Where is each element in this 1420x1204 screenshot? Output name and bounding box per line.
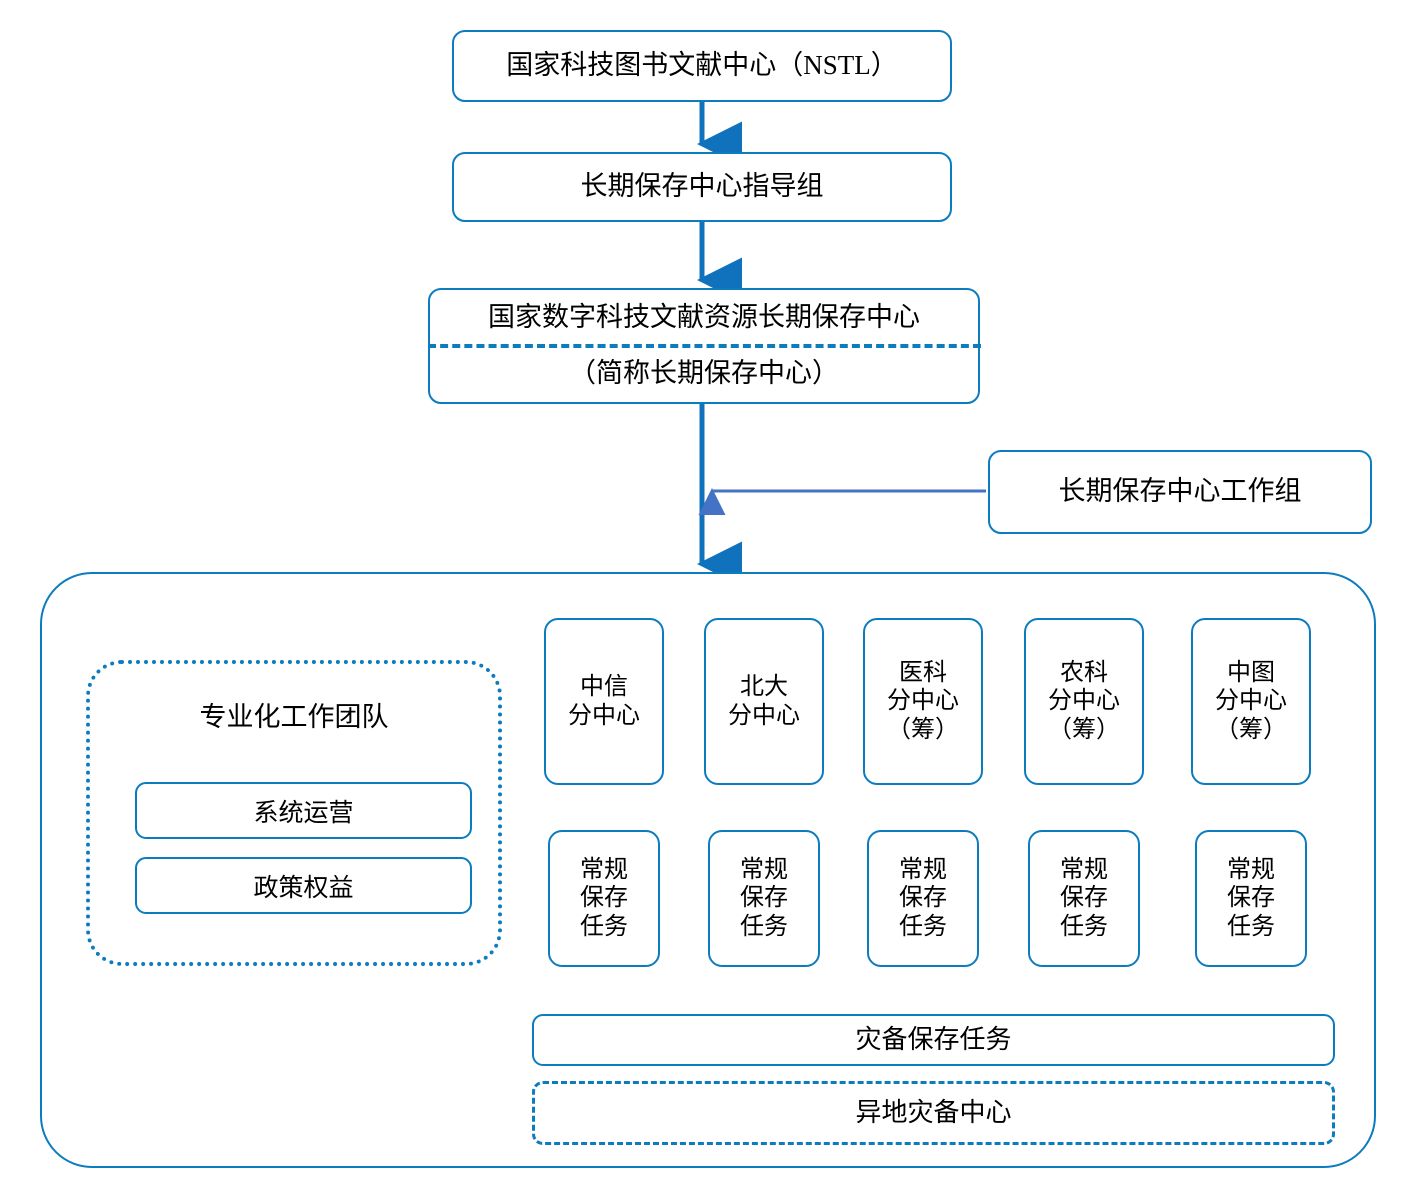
routine-task-2[interactable]: 常规 保存 任务 — [867, 830, 979, 967]
node-nstl[interactable]: 国家科技图书文献中心（NSTL） — [452, 30, 952, 102]
offsite-disaster-center-bar[interactable]: 异地灾备中心 — [532, 1081, 1335, 1145]
team-subitem-system-operations[interactable]: 系统运营 — [135, 782, 472, 839]
subcenter-nongke[interactable]: 农科 分中心 （筹） — [1024, 618, 1144, 785]
routine-task-1[interactable]: 常规 保存 任务 — [708, 830, 820, 967]
routine-task-4[interactable]: 常规 保存 任务 — [1195, 830, 1307, 967]
professional-team-title: 专业化工作团队 — [199, 702, 389, 732]
node-preservation-center[interactable]: 国家数字科技文献资源长期保存中心 （简称长期保存中心） — [427, 288, 981, 404]
node-preservation-center-line2: （简称长期保存中心） — [569, 358, 839, 389]
node-nstl-label: 国家科技图书文献中心（NSTL） — [506, 50, 898, 81]
routine-task-3[interactable]: 常规 保存 任务 — [1028, 830, 1140, 967]
disaster-recovery-task-bar[interactable]: 灾备保存任务 — [532, 1014, 1335, 1066]
subcenter-beida[interactable]: 北大 分中心 — [704, 618, 824, 785]
dashed-divider — [427, 344, 981, 348]
subcenter-zhongtu[interactable]: 中图 分中心 （筹） — [1191, 618, 1311, 785]
node-workgroup[interactable]: 长期保存中心工作组 — [988, 450, 1372, 534]
node-workgroup-label: 长期保存中心工作组 — [1058, 476, 1302, 507]
subcenter-yike[interactable]: 医科 分中心 （筹） — [863, 618, 983, 785]
team-subitem-policy-rights[interactable]: 政策权益 — [135, 857, 472, 914]
routine-task-0[interactable]: 常规 保存 任务 — [548, 830, 660, 967]
node-preservation-center-line1: 国家数字科技文献资源长期保存中心 — [488, 302, 920, 333]
node-guidance-group[interactable]: 长期保存中心指导组 — [452, 152, 952, 222]
subcenter-zhongxin[interactable]: 中信 分中心 — [544, 618, 664, 785]
node-guidance-group-label: 长期保存中心指导组 — [580, 171, 824, 202]
